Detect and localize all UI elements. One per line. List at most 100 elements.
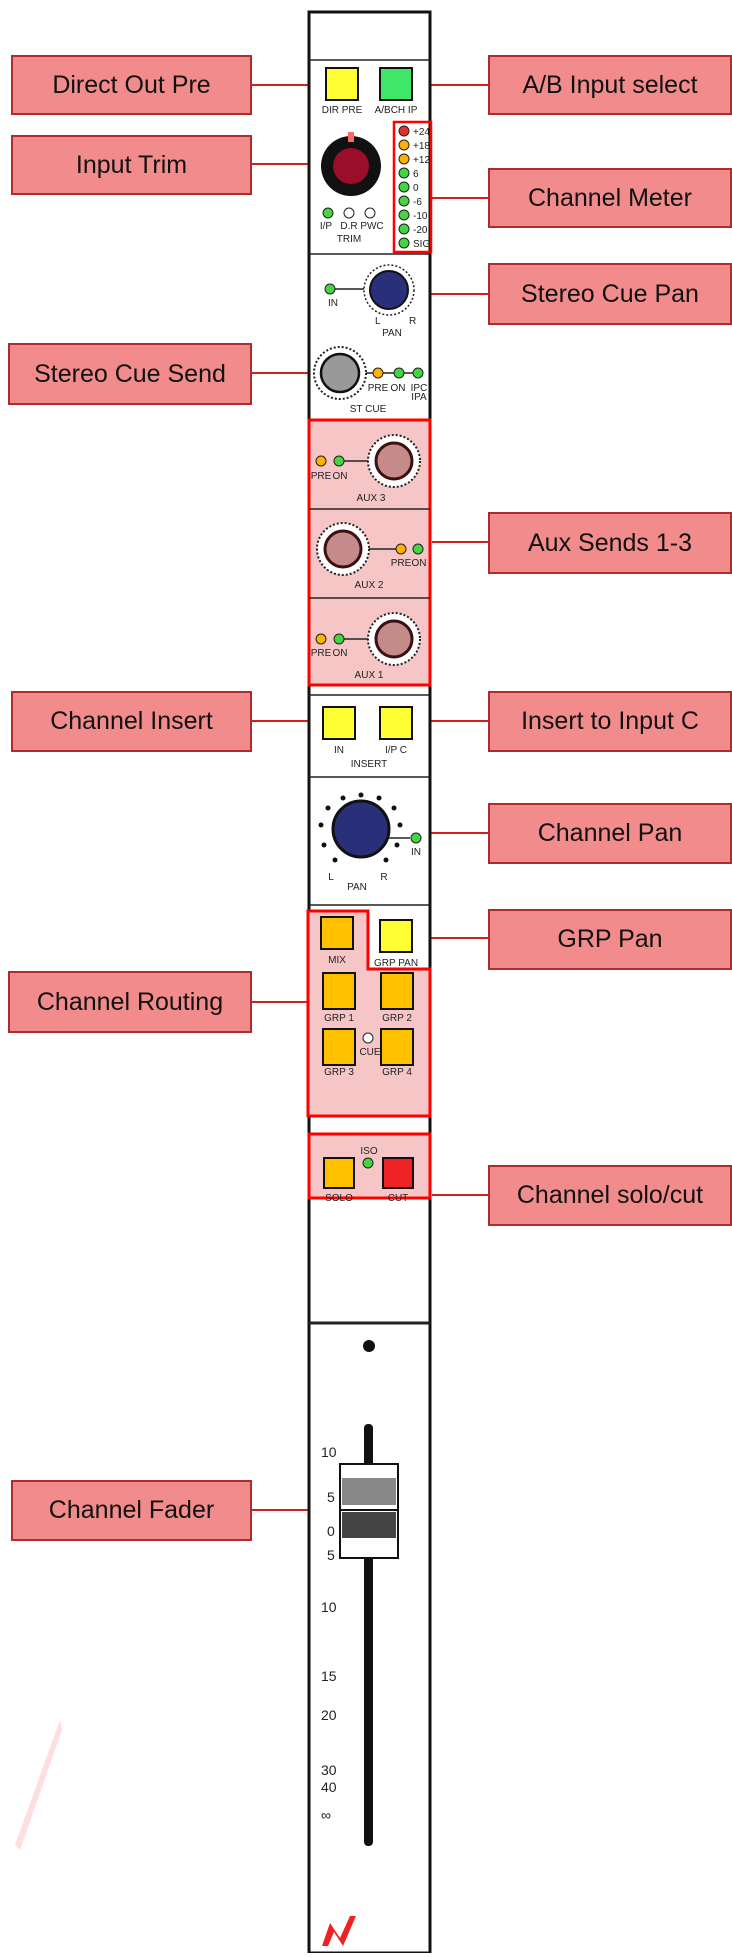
trim-led-ip-label: I/P — [320, 221, 333, 232]
mix-label: MIX — [328, 955, 346, 966]
meter-led-m6 — [398, 195, 410, 207]
dir-pre-label: DIR PRE — [322, 105, 363, 116]
insert-ipc-label: I/P C — [385, 745, 407, 756]
aux1-group: PRE ON AUX 1 — [311, 612, 421, 681]
grp3-button[interactable] — [322, 1028, 356, 1066]
aux1-pre-led — [315, 633, 327, 645]
fader-tick-40: 40 — [321, 1779, 337, 1795]
aux2-on-led — [412, 543, 424, 555]
callout-stereo-cue-pan: Stereo Cue Pan — [488, 263, 732, 325]
grp-pan-button[interactable] — [379, 919, 413, 953]
meter-highlight — [392, 120, 433, 254]
trim-led-dr-label: D.R — [340, 221, 357, 232]
meter-led-sig — [398, 237, 410, 249]
meter-label-sig: SIG — [413, 239, 430, 250]
insert-label: INSERT — [351, 759, 388, 770]
aux1-pre-label: PRE — [311, 648, 332, 659]
fader-tick-20: 20 — [321, 1707, 337, 1723]
iso-label: ISO — [360, 1146, 377, 1157]
st-pre-led — [372, 367, 384, 379]
cue-pan-label: PAN — [382, 328, 402, 339]
meter-led-24 — [398, 125, 410, 137]
aux3-knob[interactable] — [374, 441, 414, 481]
callout-grp-pan: GRP Pan — [488, 909, 732, 970]
st-ipa-label: IPA — [411, 392, 427, 403]
cut-label: CUT — [388, 1193, 409, 1204]
callout-channel-routing: Channel Routing — [8, 971, 252, 1033]
grp1-button[interactable] — [322, 972, 356, 1010]
grp3-label: GRP 3 — [324, 1067, 354, 1078]
st-pre-label: PRE — [368, 383, 389, 394]
aux3-on-led — [333, 455, 345, 467]
callout-direct-out-pre: Direct Out Pre — [11, 55, 252, 115]
mix-button[interactable] — [320, 916, 354, 950]
callout-ab-input-select: A/B Input select — [488, 55, 732, 115]
channel-pan-knob[interactable] — [331, 799, 391, 859]
grp-pan-label: GRP PAN — [374, 958, 418, 969]
aux3-label: AUX 3 — [357, 493, 386, 504]
aux2-pre-led — [395, 543, 407, 555]
callout-aux-sends: Aux Sends 1-3 — [488, 512, 732, 574]
aux2-pre-label: PRE — [391, 558, 412, 569]
channel-pan-in-label: IN — [411, 847, 421, 858]
channel-pan-r: R — [380, 872, 387, 883]
ab-input-button[interactable] — [379, 67, 413, 101]
dir-pre-button[interactable] — [325, 67, 359, 101]
aux1-label: AUX 1 — [355, 670, 384, 681]
aux1-on-led — [333, 633, 345, 645]
meter-led-m20 — [398, 223, 410, 235]
insert-in-label: IN — [334, 745, 344, 756]
cue-in-label: IN — [328, 298, 338, 309]
callout-channel-fader: Channel Fader — [11, 1480, 252, 1541]
callout-insert-to-input-c: Insert to Input C — [488, 691, 732, 752]
cue-label: CUE — [359, 1047, 380, 1058]
callout-channel-pan: Channel Pan — [488, 803, 732, 864]
meter-led-6 — [398, 167, 410, 179]
trim-knob-pointer — [348, 132, 354, 142]
aux2-group: PRE ON AUX 2 — [316, 522, 427, 591]
aux2-on-label: ON — [412, 558, 427, 569]
channel-pan-label: PAN — [347, 882, 367, 893]
aux2-knob[interactable] — [323, 529, 363, 569]
st-on-label: ON — [391, 383, 406, 394]
cue-pan-knob[interactable] — [369, 270, 409, 310]
meter-label-m6: -6 — [413, 197, 422, 208]
solo-button[interactable] — [323, 1157, 355, 1189]
trim-led-ip — [322, 207, 334, 219]
insert-in-button[interactable] — [322, 706, 356, 740]
channel-pan-in-led — [410, 832, 422, 844]
aux1-knob[interactable] — [374, 619, 414, 659]
iso-led — [362, 1157, 374, 1169]
aux3-pre-label: PRE — [311, 471, 332, 482]
channel-pan-l: L — [328, 872, 334, 883]
brand-logo — [322, 1916, 356, 1946]
aux2-label: AUX 2 — [355, 580, 384, 591]
callout-channel-insert: Channel Insert — [11, 691, 252, 752]
grp1-label: GRP 1 — [324, 1013, 354, 1024]
meter-led-18 — [398, 139, 410, 151]
trim-led-pwc-label: PWC — [360, 221, 383, 232]
insert-ipc-button[interactable] — [379, 706, 413, 740]
meter-label-m10: -10 — [413, 211, 428, 222]
cut-button[interactable] — [382, 1157, 414, 1189]
grp4-button[interactable] — [380, 1028, 414, 1066]
st-cue-knob[interactable] — [319, 352, 361, 394]
grp4-label: GRP 4 — [382, 1067, 412, 1078]
aux3-group: PRE ON AUX 3 — [311, 434, 421, 504]
grp2-button[interactable] — [380, 972, 414, 1010]
watermark-logo — [15, 1720, 62, 1850]
meter-led-m10 — [398, 209, 410, 221]
aux3-pre-led — [315, 455, 327, 467]
meter-led-0 — [398, 181, 410, 193]
trim-led-pwc — [364, 207, 376, 219]
meter-label-24: +24 — [413, 127, 430, 138]
st-ipc-led — [412, 367, 424, 379]
cue-pan-r: R — [409, 316, 416, 327]
abch-ip-label: A/BCH IP — [375, 105, 418, 116]
callout-channel-meter: Channel Meter — [488, 168, 732, 228]
fader-cap[interactable] — [339, 1463, 399, 1559]
trim-knob[interactable] — [333, 148, 369, 184]
fader-tick-10b: 10 — [321, 1599, 337, 1615]
meter-label-0: 0 — [413, 183, 419, 194]
